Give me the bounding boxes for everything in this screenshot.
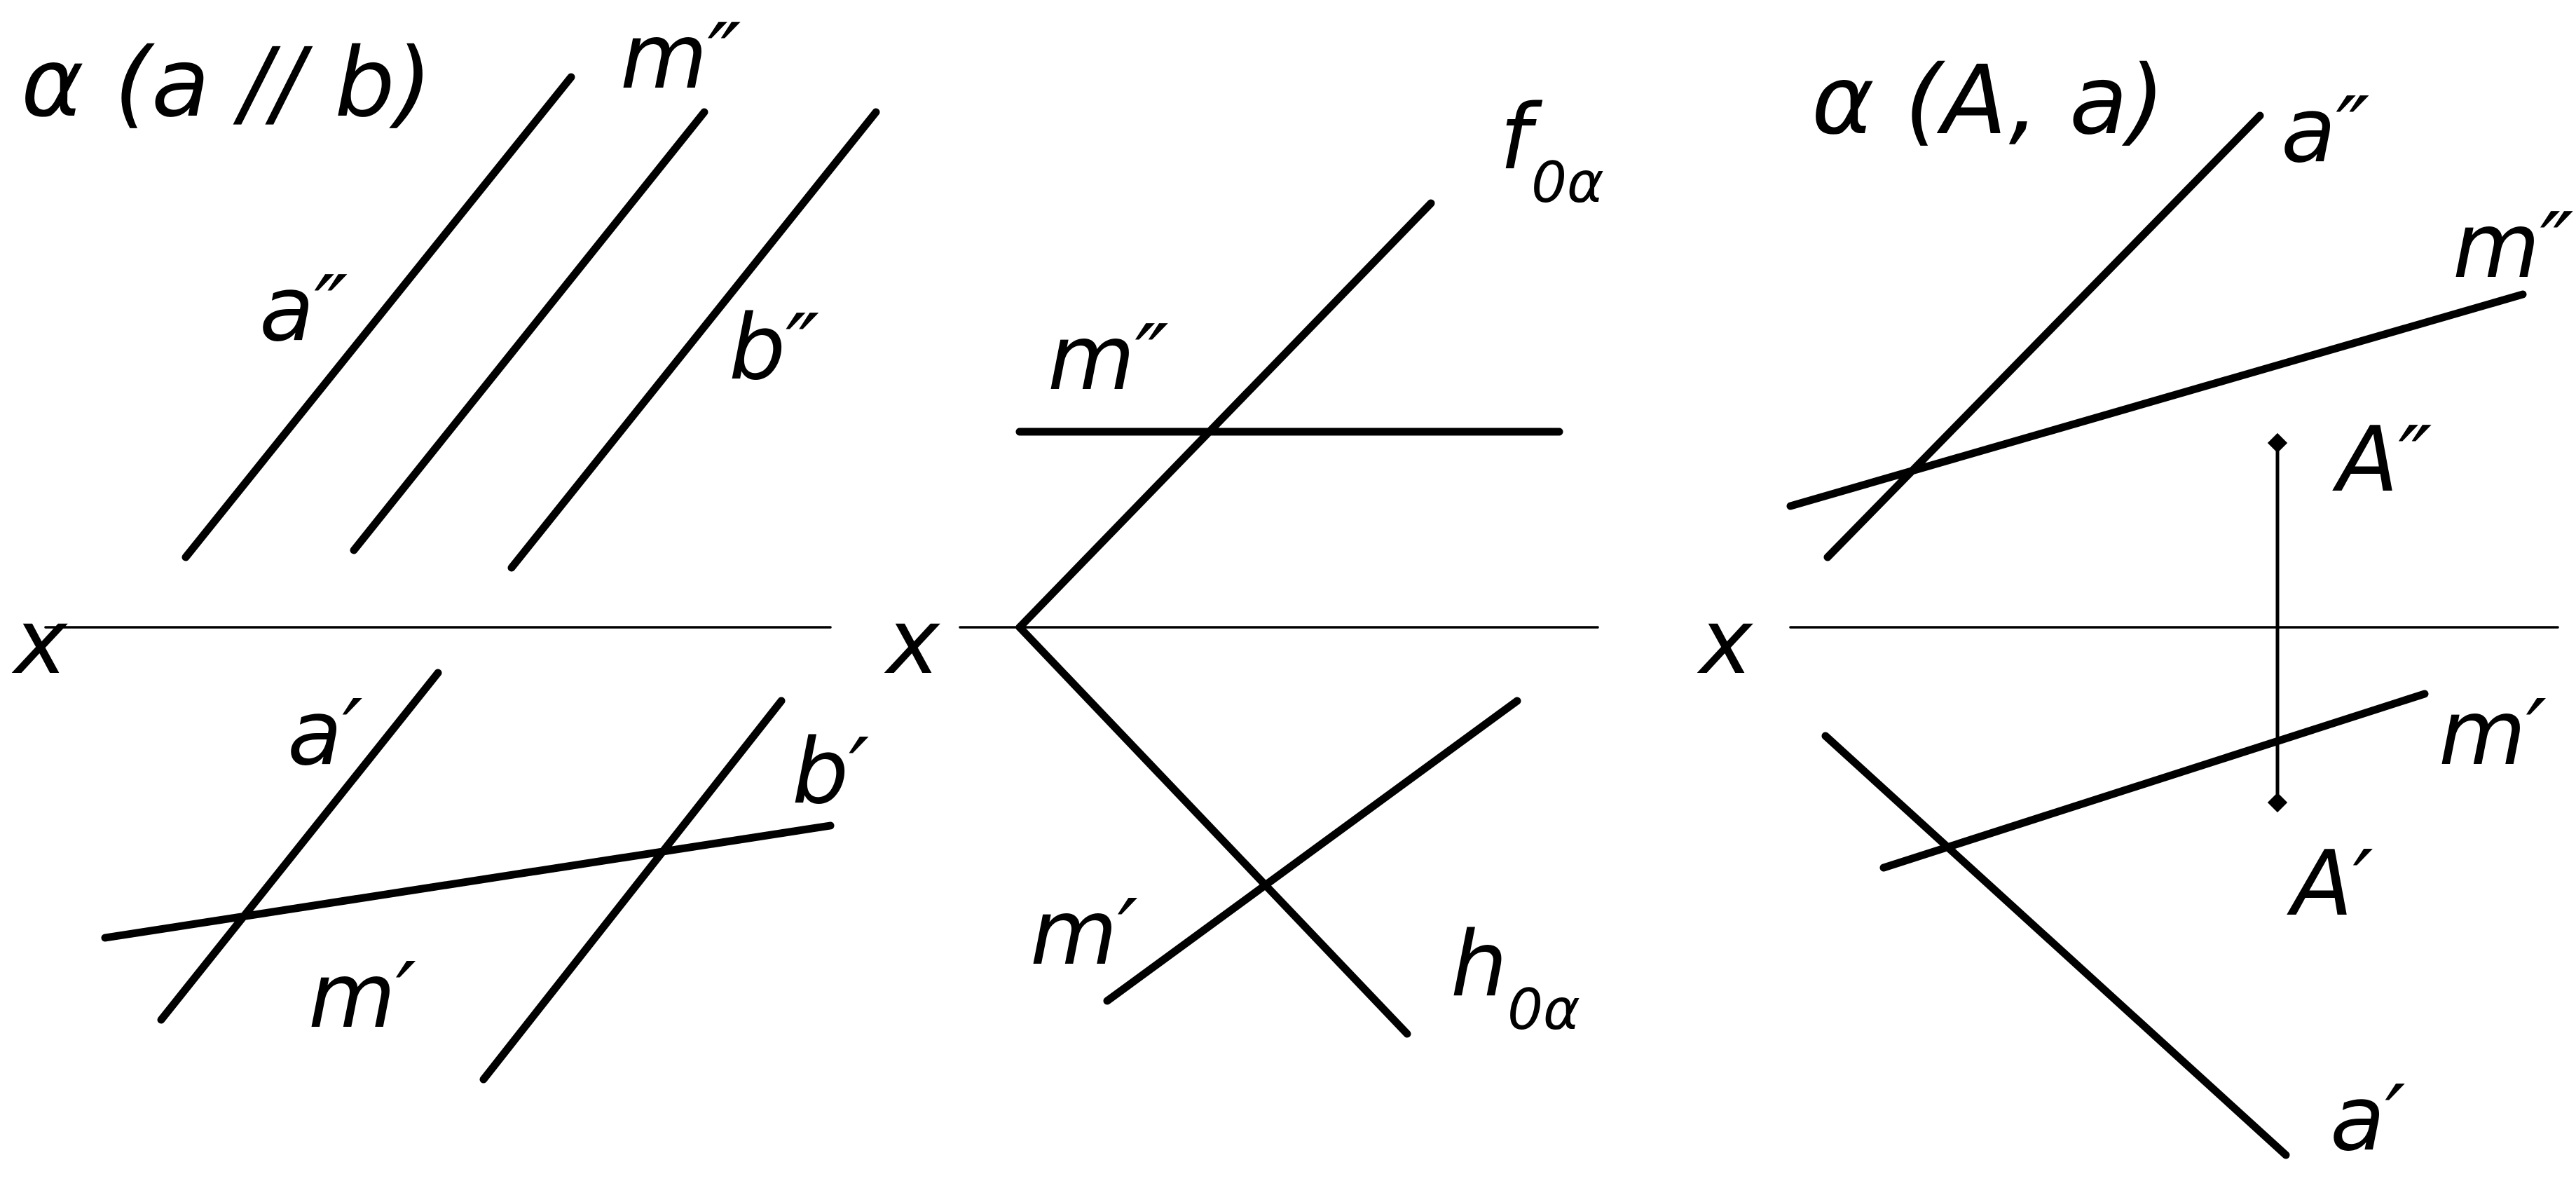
panel-left: α (a // b) m″ a″ b″ x a′ b′ m′: [11, 5, 880, 1084]
line-m-upper-right: [1786, 290, 2527, 510]
label-b-upper: b″: [729, 296, 819, 400]
label-m-upper-right: m″: [2453, 194, 2574, 299]
label-m-upper: m″: [620, 5, 741, 109]
trace-f: [1015, 199, 1435, 631]
label-m-upper-mid: m″: [1048, 306, 1169, 411]
label-m-lower: m′: [308, 944, 416, 1049]
label-A-upper: A″: [2332, 408, 2432, 512]
line-m-lower: [101, 821, 835, 942]
panel-middle: f0α m″ x m′ h0α: [884, 86, 1604, 1042]
label-b-lower: b′: [792, 720, 869, 824]
line-a-upper-right: [1823, 111, 2264, 561]
panel-left-title: α (a // b): [21, 28, 432, 139]
panel-right-title: α (A, a): [1811, 46, 2165, 156]
label-a-lower-right: a′: [2330, 1067, 2406, 1171]
line-m-upper: [350, 108, 708, 554]
label-A-lower: A′: [2287, 832, 2373, 936]
label-h: h0α: [1451, 913, 1580, 1042]
line-m-lower-mid: [1103, 697, 1521, 1005]
line-m-lower-right: [1879, 690, 2429, 872]
label-a-upper: a″: [259, 257, 348, 362]
line-b-lower: [479, 697, 786, 1084]
label-a-lower: a′: [287, 681, 363, 786]
label-a-upper-right: a″: [2281, 78, 2369, 183]
label-f: f0α: [1500, 86, 1604, 215]
line-b-upper: [507, 108, 880, 572]
panel-right: α (A, a) a″ m″ A″ A′ x m′ a′: [1697, 46, 2574, 1171]
label-m-lower-right: m′: [2439, 681, 2547, 786]
label-x-middle: x: [884, 590, 940, 695]
label-x-left: x: [11, 590, 68, 695]
label-x-right: x: [1697, 590, 1753, 695]
line-a-lower-right: [1821, 732, 2290, 1159]
label-m-lower-mid: m′: [1030, 881, 1138, 985]
line-a-lower: [157, 669, 442, 1024]
point-A-lower: [2267, 792, 2288, 813]
line-a-upper: [181, 73, 575, 561]
point-A-upper: [2267, 432, 2288, 453]
trace-h: [1015, 623, 1411, 1038]
